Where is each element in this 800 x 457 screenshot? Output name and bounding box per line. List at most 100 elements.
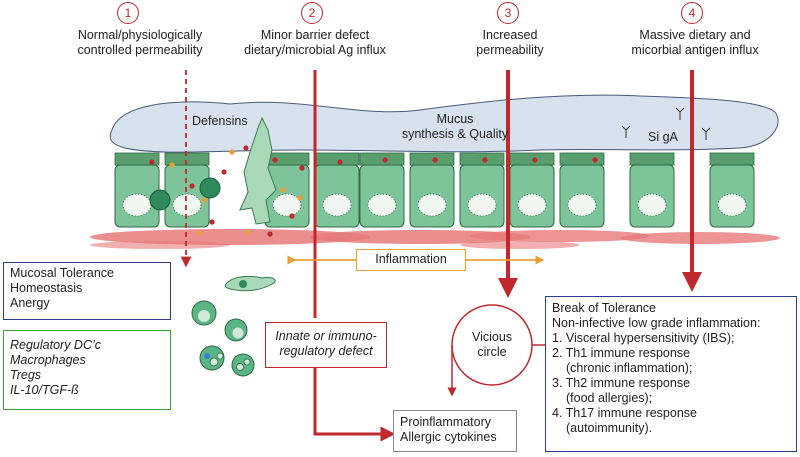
break-item-3-detail: (food allergies); — [566, 391, 653, 405]
cell-nucleus — [517, 193, 547, 217]
cell-nucleus — [637, 193, 667, 217]
regulatory-line-1: Regulatory DC’c — [10, 338, 102, 352]
break-item-2-detail: (chronic inflammation); — [566, 361, 693, 375]
cell-nucleus — [467, 193, 497, 217]
immune-cells — [191, 275, 276, 377]
antigen-dot — [432, 157, 438, 163]
step-3-label: Increased permeability — [440, 28, 580, 58]
antigen-dot — [280, 187, 286, 193]
cell-brush-border — [264, 152, 310, 166]
regulatory-line-2: Macrophages — [10, 353, 86, 367]
step-1-label: Normal/physiologically controlled permea… — [40, 28, 240, 58]
break-item-4-detail: (autoimmunity). — [566, 421, 653, 435]
vicious-circle-label: Vicious circle — [462, 330, 522, 360]
antigen-dot — [382, 157, 388, 163]
antigen-dot — [289, 213, 295, 219]
cell-nucleus — [272, 193, 302, 217]
step-1-line1: Normal/physiologically — [77, 28, 203, 42]
cell-nucleus — [567, 193, 597, 217]
step-2-number: 2 — [301, 2, 323, 24]
cell-nucleus — [122, 193, 152, 217]
step-4-line2: micorbial antigen influx — [631, 43, 759, 57]
break-title: Break of Tolerance — [552, 301, 656, 315]
antigen-dot — [189, 183, 195, 189]
break-subtitle: Non-infective low grade inflammation: — [552, 316, 761, 330]
proinflammatory-line-2: Allergic cytokines — [400, 430, 497, 444]
cell-brush-border — [359, 152, 405, 166]
antigen-dot — [337, 159, 343, 165]
tolerance-line-1: Mucosal Tolerance — [10, 266, 114, 280]
blood-vessels — [90, 229, 780, 249]
break-item-3: 3. Th2 immune response — [552, 376, 691, 390]
antigen-dot — [201, 197, 207, 203]
antigen-dot — [592, 157, 598, 163]
dendritic-cell — [239, 116, 277, 225]
antigen-particles — [149, 107, 711, 237]
tolerance-line-3: Anergy — [10, 296, 50, 310]
step-4-line1: Massive dietary and — [639, 28, 751, 42]
defensins-label: Defensins — [192, 114, 248, 128]
cell-brush-border — [559, 152, 605, 166]
antigen-dot — [267, 231, 273, 237]
antigen-dot — [245, 229, 251, 235]
cell-nucleus — [172, 193, 202, 217]
antigen-dot — [272, 157, 278, 163]
break-item-4: 4. Th17 immune response — [552, 406, 697, 420]
goblet-cell — [149, 189, 171, 211]
cell-brush-border — [459, 152, 505, 166]
break-item-2: 2. Th1 immune response — [552, 346, 691, 360]
regulatory-cells-box: Regulatory DC’c Macrophages Tregs IL-10/… — [3, 330, 171, 410]
antigen-dot — [169, 162, 175, 168]
tolerance-line-2: Homeostasis — [10, 281, 83, 295]
arrow-2-to-proinflammatory — [313, 350, 396, 442]
vicious-line-1: Vicious — [471, 330, 513, 344]
cell-brush-border — [709, 152, 755, 166]
iga-antibody-icon — [621, 125, 631, 138]
antigen-dot — [482, 157, 488, 163]
inflammation-label: Inflammation — [356, 249, 466, 271]
mucus-line1: Mucus — [436, 112, 474, 126]
antigen-dot — [209, 219, 215, 225]
goblet-cell — [199, 177, 221, 199]
step-2-line2: dietary/microbial Ag influx — [244, 43, 386, 57]
antigen-dot — [299, 165, 305, 171]
iga-antibody-icon — [675, 107, 685, 120]
antigen-dot — [149, 159, 155, 165]
innate-defect-box: Innate or immuno- regulatory defect — [265, 322, 387, 368]
cell-nucleus — [322, 193, 352, 217]
sigA-label: Si gA — [648, 130, 678, 144]
step-1-line2: controlled permeability — [77, 43, 203, 57]
antigen-dot — [221, 169, 227, 175]
step-1-number: 1 — [117, 2, 139, 24]
cell-nucleus — [367, 193, 397, 217]
epithelial-cells — [114, 152, 755, 228]
regulatory-line-4: IL-10/TGF-ß — [10, 383, 79, 397]
iga-antibody-icon — [701, 127, 711, 140]
cell-nucleus — [417, 193, 447, 217]
step-2-line1: Minor barrier defect — [260, 28, 370, 42]
break-of-tolerance-box: Break of Tolerance Non-infective low gra… — [545, 296, 797, 452]
antigen-dot — [197, 230, 203, 236]
antigen-dot — [243, 145, 249, 151]
step-3-line1: Increased — [482, 28, 538, 42]
step-3-line2: permeability — [476, 43, 544, 57]
cell-nucleus — [717, 193, 747, 217]
regulatory-line-3: Tregs — [10, 368, 42, 382]
vicious-line-2: circle — [477, 345, 507, 359]
cell-brush-border — [509, 152, 555, 166]
cell-brush-border — [409, 152, 455, 166]
innate-line-1: Innate or immuno- — [275, 329, 377, 343]
proinflammatory-box: Proinflammatory Allergic cytokines — [393, 410, 517, 452]
antigen-dot — [532, 157, 538, 163]
step-4-number: 4 — [681, 2, 703, 24]
mucosal-tolerance-box: Mucosal Tolerance Homeostasis Anergy — [3, 262, 171, 320]
mucus-label: Mucus synthesis & Quality — [355, 112, 555, 142]
innate-line-2: regulatory defect — [279, 344, 373, 358]
cell-brush-border — [629, 152, 675, 166]
antigen-dot — [229, 149, 235, 155]
break-item-1: 1. Visceral hypersensitivity (IBS); — [552, 331, 735, 345]
mucus-line2: synthesis & Quality — [401, 127, 509, 141]
proinflammatory-line-1: Proinflammatory — [400, 415, 491, 429]
